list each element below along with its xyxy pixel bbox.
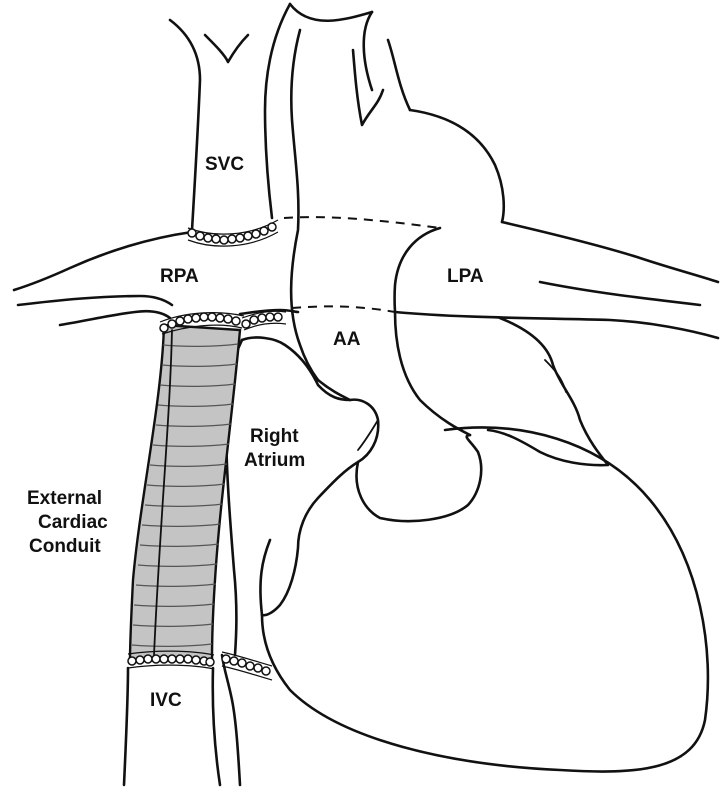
label-right-atrium-line1: Right (250, 426, 299, 447)
right-pulmonary-artery (12, 230, 300, 327)
suture-ring-conduit-bottom (127, 650, 215, 670)
label-conduit-line2: Cardiac (38, 512, 108, 533)
label-lpa: LPA (447, 266, 484, 287)
suture-ring-ivc (221, 651, 273, 681)
suture-ring-conduit-top (159, 312, 245, 335)
aortic-arch (288, 2, 506, 382)
heart-ventricle (259, 426, 710, 773)
label-aa: AA (333, 329, 361, 350)
suture-ring-rpa (241, 310, 287, 331)
external-cardiac-conduit (128, 323, 242, 662)
label-ivc: IVC (150, 690, 182, 711)
suture-ring-svc (187, 219, 279, 247)
label-rpa: RPA (160, 266, 199, 287)
inferior-vena-cava (122, 653, 242, 787)
label-svc: SVC (205, 154, 244, 175)
label-conduit-line3: Conduit (29, 536, 101, 557)
left-atrial-appendage (486, 316, 610, 467)
anastomosis-dashed-upper (283, 216, 441, 229)
superior-vena-cava (168, 2, 292, 232)
label-right-atrium-line2: Atrium (244, 450, 305, 471)
label-conduit-line1: External (27, 488, 102, 509)
right-atrium (224, 336, 483, 657)
anastomosis-dashed-lower (291, 305, 396, 313)
left-pulmonary-artery (393, 220, 720, 340)
